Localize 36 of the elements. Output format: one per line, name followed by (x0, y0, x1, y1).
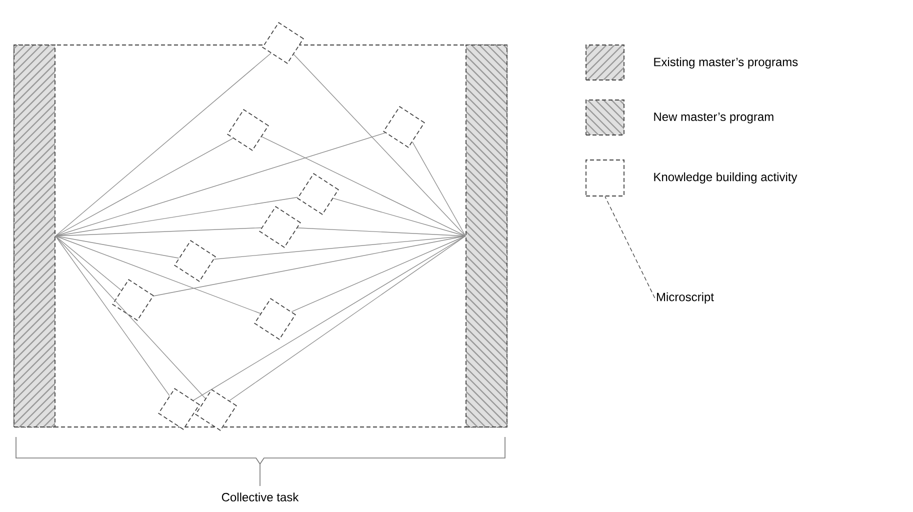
brace-label: Collective task (222, 492, 299, 502)
connector-line (55, 236, 170, 396)
connector-line (332, 198, 466, 236)
connector-line (55, 236, 261, 314)
activity-diamond (383, 106, 425, 148)
activity-diamond (297, 173, 339, 215)
activity-diamond (112, 279, 154, 321)
legend-label: New master’s program (654, 112, 774, 124)
leader-line (604, 196, 656, 298)
connector-line (55, 52, 272, 236)
activity-diamond (254, 298, 296, 340)
connector-line (261, 136, 466, 236)
program-bar (466, 44, 508, 428)
connector-line (55, 132, 386, 236)
activity-diamond (227, 109, 269, 151)
connector-line (55, 236, 206, 399)
legend-box (586, 160, 624, 196)
connector-line (55, 138, 234, 236)
activity-diamond (259, 206, 301, 248)
connector-line (153, 236, 466, 296)
activity-diamond (174, 240, 216, 282)
connector-line (297, 228, 466, 236)
connector-line (293, 54, 466, 236)
activity-diamond (195, 389, 237, 431)
activity-diamond (158, 388, 200, 430)
legend-label: Existing master’s programs (654, 57, 798, 69)
connector-line (55, 227, 262, 236)
connector-line (55, 236, 180, 258)
program-bar (14, 44, 56, 428)
activity-diamond (262, 22, 304, 64)
connector-line (291, 236, 466, 312)
connector-line (412, 142, 466, 236)
connector-line (55, 236, 122, 291)
connector-line (214, 236, 466, 260)
microscript-label: Microscript (657, 292, 714, 304)
legend-label: Knowledge building activity (654, 172, 798, 184)
